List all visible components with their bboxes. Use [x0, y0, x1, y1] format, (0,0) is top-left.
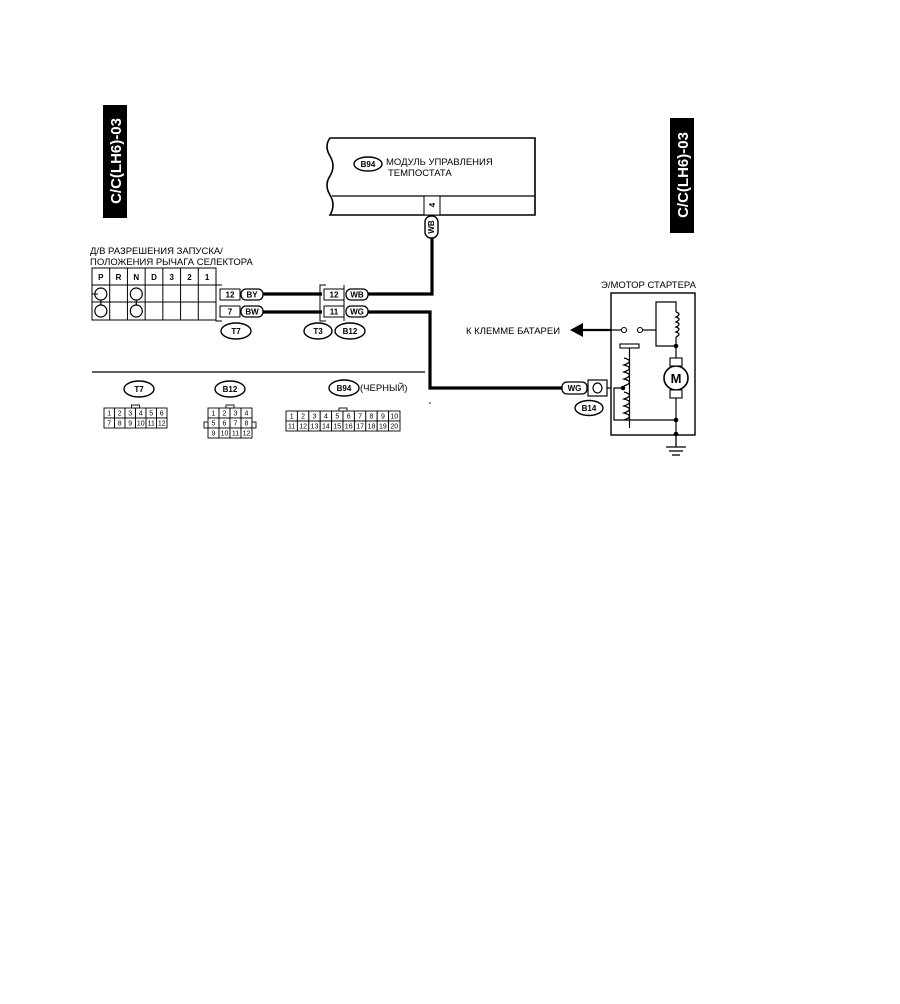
inhibitor-position-P: P: [98, 273, 104, 282]
inhibitor-position-D: D: [151, 273, 157, 282]
code-tag-right: C/C(LH6)-03: [670, 118, 694, 233]
inhibitor-position-N: N: [133, 273, 139, 282]
face-b12-pin-4: 4: [245, 411, 249, 418]
inhibitor-title-line1: Д/В РАЗРЕШЕНИЯ ЗАПУСКА/: [90, 246, 223, 257]
inhibitor-position-1: 1: [205, 273, 210, 282]
switch-contact: [94, 304, 108, 318]
t7-pin-2: 7: [228, 308, 233, 317]
tcm-title-line2: ТЕМПОСТАТА: [388, 168, 452, 179]
face-t7-pin-5: 5: [149, 411, 153, 418]
connector-b14: WG B14: [561, 379, 623, 417]
t3-pin-1: 12: [330, 291, 339, 300]
face-t7-pin-8: 8: [118, 421, 122, 428]
face-b94-pin-14: 14: [322, 424, 330, 431]
face-t7-pin-7: 7: [107, 421, 111, 428]
face-b94-pin-5: 5: [335, 414, 339, 421]
face-b12-pin-8: 8: [245, 421, 249, 428]
face-b94-pin-2: 2: [301, 414, 305, 421]
t3-label: T3: [313, 327, 323, 336]
code-tag-left-text: C/C(LH6)-03: [108, 118, 125, 204]
t3-wire-wg: WG: [350, 308, 364, 317]
face-t7-pin-9: 9: [128, 421, 132, 428]
face-b94-pin-11: 11: [288, 424, 295, 431]
switch-contact: [129, 304, 143, 318]
face-b94-pin-17: 17: [356, 424, 364, 431]
face-b12-pin-12: 12: [243, 431, 251, 438]
connector-t3-b12: 12 11 WB WG T3 B12: [303, 284, 369, 340]
code-tag-left: C/C(LH6)-03: [103, 105, 127, 218]
t7-label: T7: [231, 327, 241, 336]
face-t7-pin-1: 1: [107, 411, 111, 418]
face-b12-pin-2: 2: [223, 411, 227, 418]
t7-wire-by: BY: [246, 291, 258, 300]
b14-wire-wg: WG: [568, 384, 582, 393]
face-b94-pin-13: 13: [311, 424, 319, 431]
face-b12-pin-1: 1: [212, 411, 216, 418]
face-b94-pin-20: 20: [390, 424, 398, 431]
face-b94-note: (ЧЕРНЫЙ): [360, 382, 407, 394]
face-b94-pin-3: 3: [313, 414, 317, 421]
face-b94-pin-15: 15: [333, 424, 341, 431]
face-b12-pin-3: 3: [234, 411, 238, 418]
face-b94-pin-9: 9: [381, 414, 385, 421]
face-b94-pin-7: 7: [358, 414, 362, 421]
face-b94-pin-19: 19: [379, 424, 387, 431]
battery-label: К КЛЕММЕ БАТАРЕИ: [466, 326, 560, 337]
face-t7-pin-12: 12: [158, 421, 166, 428]
stray-dot: [429, 402, 431, 404]
inhibitor-position-3: 3: [169, 273, 174, 282]
tcm-pin-label: 4: [428, 202, 437, 207]
face-b94-pin-6: 6: [347, 414, 351, 421]
motor-symbol: M: [671, 371, 682, 386]
face-t7-pin-2: 2: [118, 411, 122, 418]
wires: [263, 238, 562, 390]
face-b12-pin-11: 11: [232, 431, 239, 438]
wire-tag-wb: WB: [424, 215, 439, 239]
b14-label: B14: [582, 404, 597, 413]
face-b94-pin-18: 18: [368, 424, 376, 431]
face-b94-pin-12: 12: [299, 424, 307, 431]
face-b94-pin-4: 4: [324, 414, 328, 421]
face-b12-label: B12: [223, 385, 238, 394]
face-b94-label: B94: [337, 384, 352, 393]
inhibitor-switch-grid: P R N D 3 2 1: [91, 267, 217, 321]
connector-t7: 12 7 BY BW T7: [215, 284, 264, 340]
t7-wire-bw: BW: [245, 308, 259, 317]
face-t7-pin-4: 4: [139, 411, 143, 418]
tcm-title-line1: МОДУЛЬ УПРАВЛЕНИЯ: [386, 157, 493, 168]
face-b12-pin-6: 6: [223, 421, 227, 428]
switch-contact: [129, 287, 143, 301]
inhibitor-position-R: R: [116, 273, 122, 282]
face-b94-pin-8: 8: [370, 414, 374, 421]
face-b12-pin-10: 10: [221, 431, 229, 438]
face-t7-pin-6: 6: [160, 411, 164, 418]
starter-title: Э/МОТОР СТАРТЕРА: [601, 280, 697, 291]
face-b94-pin-10: 10: [390, 414, 398, 421]
face-t7-pin-10: 10: [137, 421, 145, 428]
face-t7-pin-3: 3: [128, 411, 132, 418]
inhibitor-title-line2: ПОЛОЖЕНИЯ РЫЧАГА СЕЛЕКТОРА: [90, 257, 253, 268]
face-b12-pin-9: 9: [212, 431, 216, 438]
tcm-connector-label: B94: [361, 160, 376, 169]
face-t7-label: T7: [134, 385, 144, 394]
inhibitor-position-2: 2: [187, 273, 192, 282]
t3-wire-wb: WB: [350, 291, 364, 300]
svg-text:WB: WB: [427, 220, 436, 234]
t7-pin-1: 12: [226, 291, 235, 300]
starter-motor: Э/МОТОР СТАРТЕРА К КЛЕММЕ БАТАРЕИ M: [466, 280, 697, 456]
face-b12-pin-7: 7: [234, 421, 238, 428]
face-b94-pin-16: 16: [345, 424, 353, 431]
b12-label: B12: [343, 327, 358, 336]
t3-pin-2: 11: [330, 308, 339, 317]
face-t7-pin-11: 11: [148, 421, 155, 428]
code-tag-right-text: C/C(LH6)-03: [675, 132, 692, 218]
face-b12-pin-5: 5: [212, 421, 216, 428]
tcm-module: 4 B94 МОДУЛЬ УПРАВЛЕНИЯ ТЕМПОСТАТА: [326, 137, 536, 216]
face-b94-pin-1: 1: [290, 414, 294, 421]
